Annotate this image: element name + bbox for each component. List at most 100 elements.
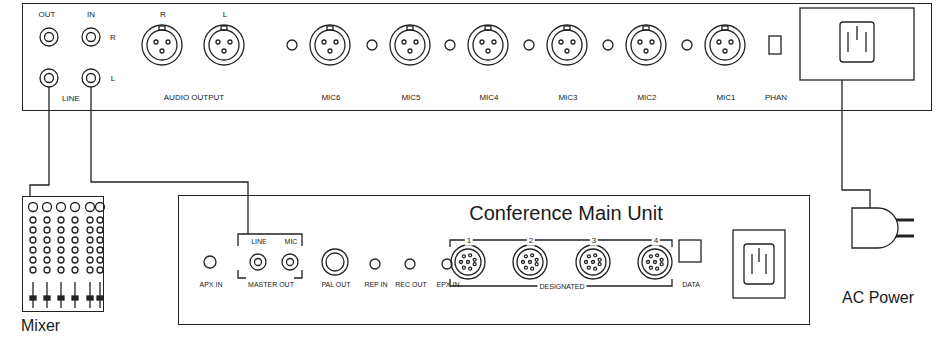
mixer-controls — [32, 282, 33, 308]
main-unit-connectors — [765, 254, 766, 274]
din-connector — [462, 255, 465, 258]
mixer-controls — [44, 247, 50, 253]
xlr-connector — [310, 25, 350, 65]
mixer-controls — [30, 296, 36, 300]
power-outlet — [856, 26, 857, 40]
din-connector — [529, 261, 532, 264]
ac-plug — [896, 235, 914, 238]
xlr-connector — [564, 26, 570, 30]
mixer-controls — [97, 257, 103, 263]
xlr-connector — [160, 49, 164, 53]
mixer-controls — [87, 257, 93, 263]
port-label: OUT — [39, 11, 56, 20]
xlr-connector — [327, 26, 333, 30]
port-label: MIC3 — [558, 94, 577, 103]
xlr-connector — [705, 25, 745, 65]
main-unit-connectors — [282, 254, 298, 270]
main-unit-connectors — [238, 270, 302, 278]
xlr-connector — [631, 30, 661, 60]
xlr-connector — [638, 40, 642, 44]
mixer-box: Mixer — [22, 196, 104, 312]
din-connector — [647, 261, 650, 264]
din-connector — [594, 267, 597, 270]
mixer-controls — [97, 217, 103, 223]
mixer-controls — [58, 247, 64, 253]
power-outlet — [800, 8, 914, 80]
xlr-connector — [486, 49, 490, 53]
line-jacks — [82, 28, 100, 46]
power-cord — [842, 80, 870, 208]
xlr-connector — [492, 40, 496, 44]
port-label: LINE — [62, 95, 80, 104]
din-connector — [522, 261, 525, 264]
mixer-controls — [72, 237, 78, 243]
din-connector — [587, 266, 590, 269]
mixer-controls — [97, 296, 103, 300]
din-connector — [455, 249, 481, 275]
mixer-controls — [72, 217, 78, 223]
xlr-connector — [166, 40, 170, 44]
mixer-controls — [99, 282, 100, 308]
xlr-connector — [445, 40, 455, 50]
port-label: R — [110, 34, 116, 43]
port-label: MIC4 — [479, 94, 498, 103]
port-label: 1 — [465, 237, 473, 246]
xlr-connector — [552, 30, 582, 60]
jack-wire — [49, 87, 91, 111]
main-unit-connectors — [751, 254, 752, 274]
xlr-connector — [710, 30, 740, 60]
port-label: L — [223, 11, 227, 20]
mixer-controls — [29, 203, 105, 309]
signal-cable — [91, 111, 248, 195]
port-label: AUDIO OUTPUT — [164, 94, 224, 103]
mixer-controls — [30, 237, 36, 243]
ac-plug — [852, 208, 914, 248]
din-connector — [531, 267, 534, 270]
mixer-controls — [58, 217, 64, 223]
port-label: 2 — [527, 237, 535, 246]
xlr-connector — [328, 49, 332, 53]
main-unit-connectors — [370, 259, 380, 269]
main-unit-connectors — [287, 259, 294, 266]
xlr-connector — [402, 40, 406, 44]
mixer-controls — [60, 282, 61, 308]
main-unit-connectors — [204, 195, 785, 298]
jack-wire — [48, 87, 49, 111]
xlr-connector — [723, 49, 727, 53]
din-connector — [524, 266, 527, 269]
unit-title: Conference Main Unit — [469, 202, 662, 224]
mixer-controls — [30, 267, 36, 273]
mixer-controls — [30, 257, 36, 263]
port-label: R — [160, 11, 166, 20]
port-label: MIC2 — [637, 94, 656, 103]
port-label: MASTER OUT — [248, 281, 294, 289]
mixer-controls — [30, 227, 36, 233]
mixer-controls — [30, 247, 36, 253]
xlr-connector — [216, 40, 220, 44]
xlr-connector — [729, 40, 733, 44]
din-connector — [462, 266, 465, 269]
power-outlet — [840, 22, 874, 62]
main-unit-box: Conference Main UnitAPX INLINEMICMASTER … — [178, 195, 810, 325]
xlr-connector — [209, 30, 239, 60]
din-connector — [592, 261, 595, 264]
xlr-connector — [367, 40, 377, 50]
rear-panel: OUTINRLINELAUDIO OUTPUTRLMIC6MIC5MIC4MIC… — [22, 3, 932, 111]
main-unit-connectors — [450, 240, 672, 247]
xlr-connector — [326, 253, 344, 271]
din-connector — [638, 245, 672, 279]
din-connector — [587, 255, 590, 258]
line-jacks — [82, 69, 100, 87]
main-unit-connectors — [758, 248, 759, 262]
mixer-controls — [72, 247, 78, 253]
xlr-connector — [480, 40, 484, 44]
ac-plug — [896, 219, 914, 222]
main-unit-connectors — [255, 259, 262, 266]
xlr-connector — [722, 26, 728, 30]
din-connector — [598, 263, 601, 266]
din-connector — [649, 266, 652, 269]
xlr-connector — [414, 40, 418, 44]
din-connector — [598, 258, 601, 261]
din-connector — [642, 249, 668, 275]
mixer-controls — [58, 227, 64, 233]
